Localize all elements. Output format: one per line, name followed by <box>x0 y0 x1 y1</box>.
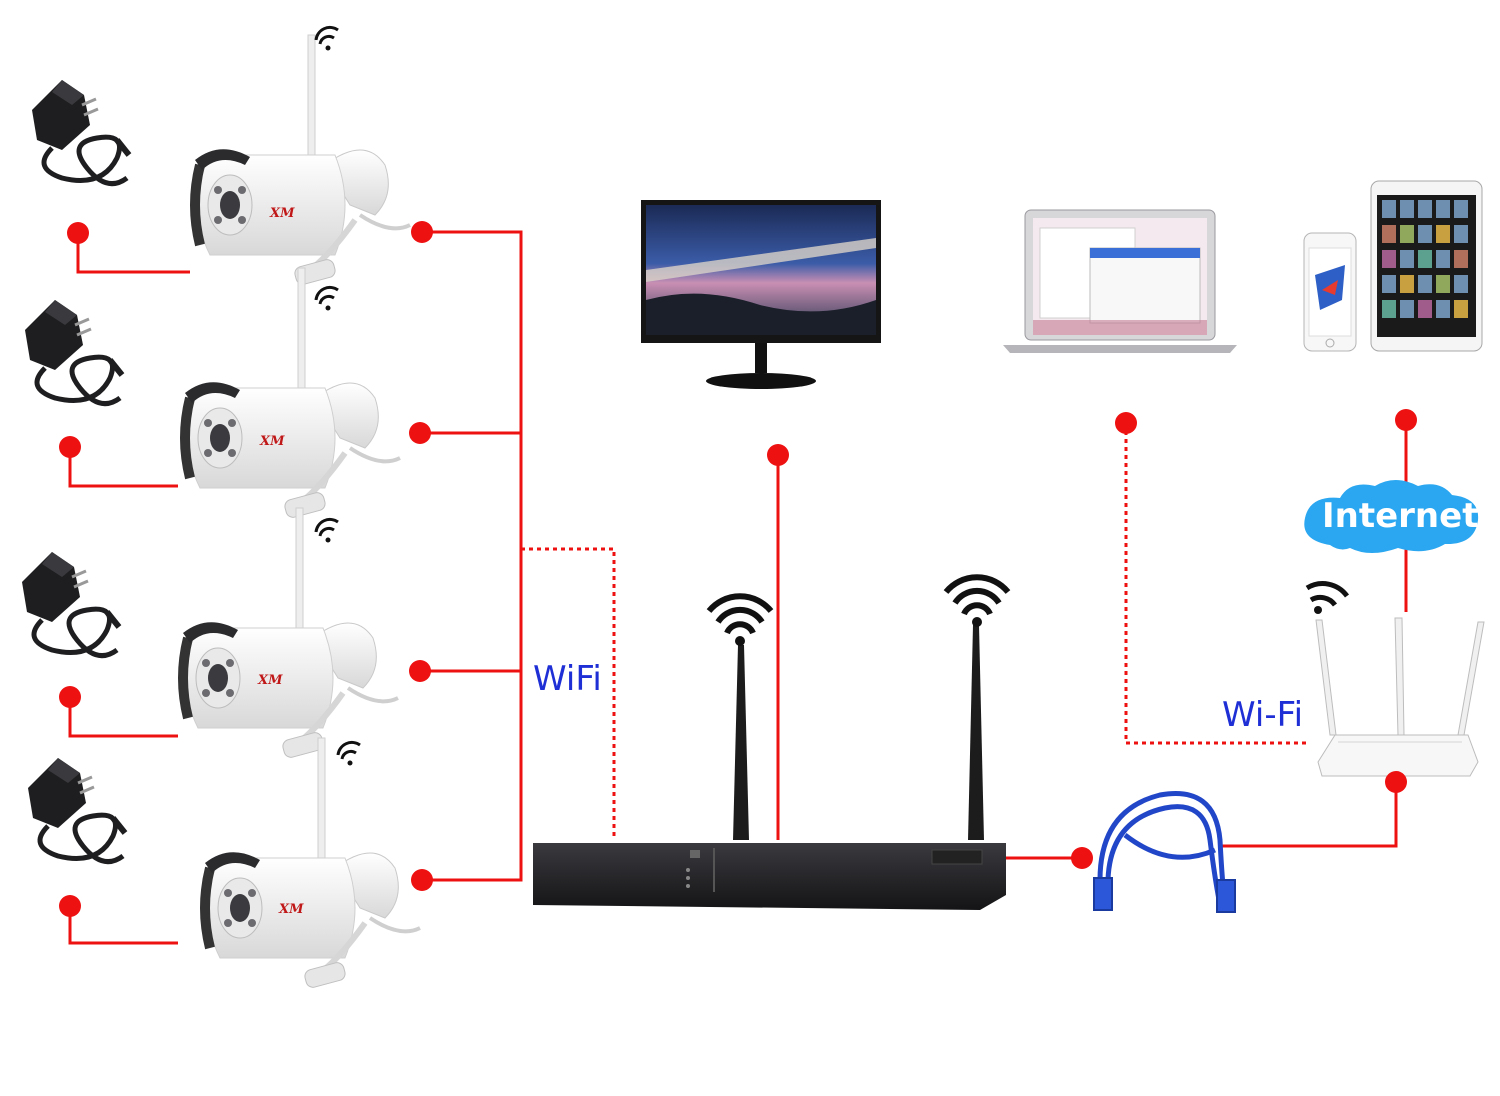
node-dot <box>1115 412 1137 434</box>
camera-group-3: XM <box>22 508 398 759</box>
connection-lines <box>68 230 1408 945</box>
router-wifi-label: Wi-Fi <box>1222 695 1303 735</box>
connection-nodes <box>59 221 1417 917</box>
node-dot <box>67 222 89 244</box>
camera-3-icon <box>183 508 398 759</box>
wireless-nvr-icon <box>533 574 1011 910</box>
camera-2-icon <box>185 268 400 519</box>
node-dot <box>1395 409 1417 431</box>
tablet-icon <box>1370 180 1483 352</box>
node-dot <box>409 660 431 682</box>
node-dot <box>59 686 81 708</box>
camera-bus-line <box>422 230 523 882</box>
nvr-wifi-label: WiFi <box>533 659 602 699</box>
laptop-icon <box>1003 209 1237 353</box>
power-adapter-4-icon <box>28 758 125 862</box>
cloud-icon <box>1304 480 1479 553</box>
monitor-icon <box>641 200 881 389</box>
router-icon <box>1305 581 1485 777</box>
camera-logo: XM <box>259 434 285 449</box>
node-dot <box>409 422 431 444</box>
wifi-signal-icon <box>336 740 362 767</box>
nvr-wifi-signal-icon <box>943 574 1011 616</box>
node-dot <box>1385 771 1407 793</box>
camera-group-2: XM <box>25 268 400 519</box>
camera-logo: XM <box>269 206 295 221</box>
power-adapter-3-icon <box>22 552 119 656</box>
power-line-1 <box>76 233 190 274</box>
camera-1-icon <box>195 35 410 286</box>
wifi-signal-icon <box>314 517 340 544</box>
wifi-signal-icon <box>314 285 340 312</box>
camera-group-1: XM <box>32 25 410 286</box>
camera-group-4: XM <box>28 738 420 989</box>
camera-4-icon <box>205 738 420 989</box>
ethernet-cable-icon <box>1093 791 1236 913</box>
wifi-signal-icon <box>314 25 340 52</box>
power-line-2 <box>68 447 178 488</box>
smartphone-icon <box>1303 232 1357 352</box>
node-dot <box>411 869 433 891</box>
node-dot <box>767 444 789 466</box>
cable-router-link <box>1222 782 1398 848</box>
power-line-3 <box>68 697 178 738</box>
nvr-wifi-signal-icon <box>706 593 774 635</box>
node-dot <box>411 221 433 243</box>
camera-logo: XM <box>257 673 283 688</box>
camera-logo: XM <box>278 902 304 917</box>
node-dot <box>59 895 81 917</box>
node-dot <box>1071 847 1093 869</box>
internet-label: Internet <box>1322 496 1478 536</box>
node-dot <box>59 436 81 458</box>
power-adapter-1-icon <box>32 80 129 184</box>
router-wifi-signal-icon <box>1305 581 1350 607</box>
power-adapter-2-icon <box>25 300 122 404</box>
laptop-wifi-dotted-line <box>1124 423 1310 745</box>
power-line-4 <box>68 906 178 945</box>
